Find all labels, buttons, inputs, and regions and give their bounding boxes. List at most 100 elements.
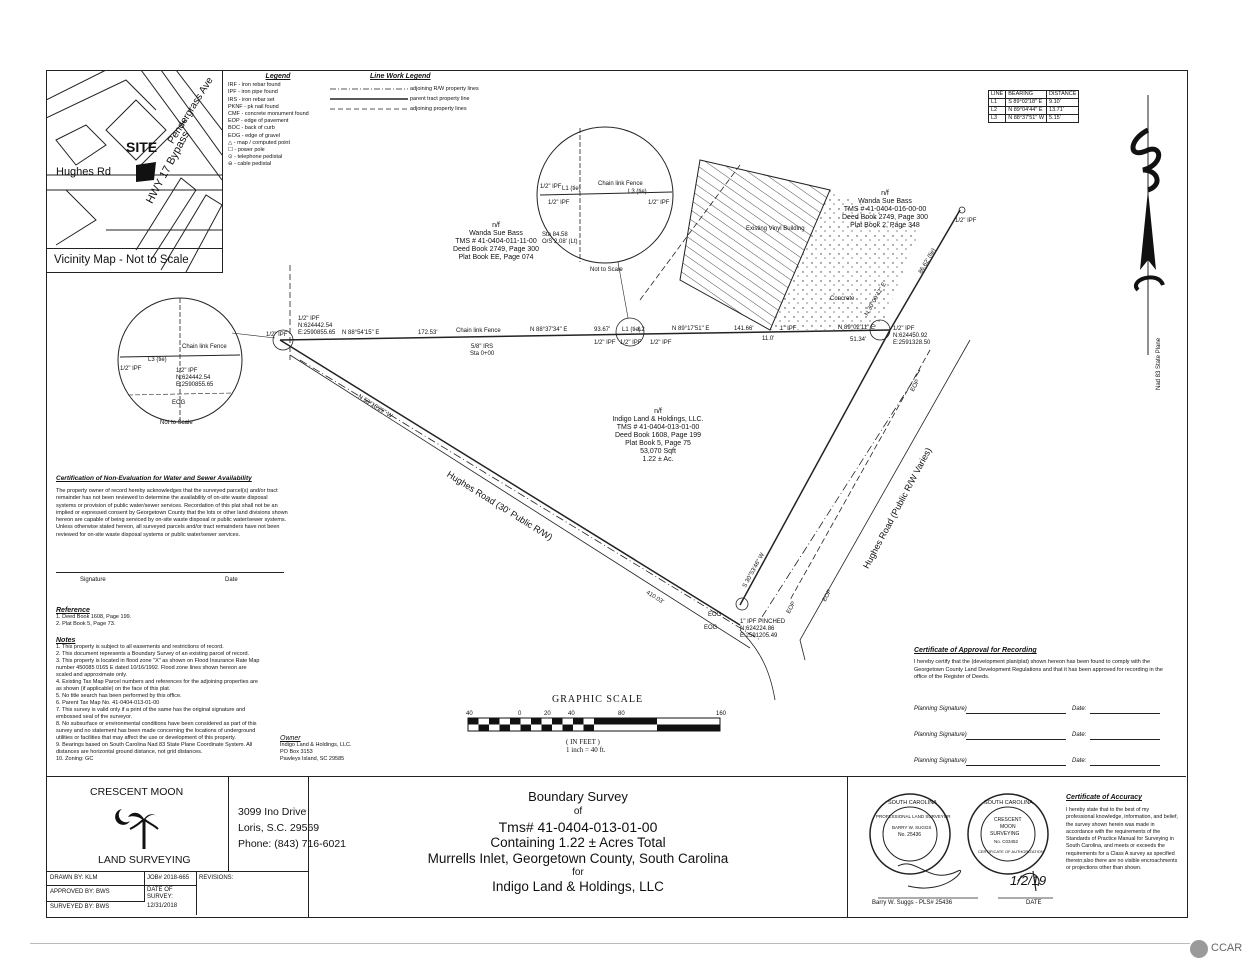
legend-item: CMF - concrete monument found (228, 111, 309, 118)
scale-cell (709, 724, 720, 731)
north-arrow: Nad 83 State Plane (1118, 90, 1178, 390)
ne-corner-line: E:2591328.50 (893, 340, 931, 346)
nw-corner-line: 1/2" IPF (298, 316, 320, 322)
seal1-line: PROFESSIONAL LAND SURVEYOR (876, 814, 951, 819)
dist-93: 93.67' (594, 327, 611, 333)
vicinity-caption: Vicinity Map - Not to Scale (54, 254, 189, 266)
approval-sig-3: Planning Signature) (914, 758, 967, 764)
s-corner-line: 1" IPF PINCHED (740, 619, 786, 625)
watermark-text: CCAR (1211, 942, 1242, 954)
vicinity-map-drawing (46, 70, 222, 272)
s-corner-line: N:624224.86 (740, 626, 775, 632)
certification-signature: Signature (80, 577, 106, 583)
se-property-line (739, 329, 891, 606)
owner2-plat: Plat Book 2, Page 348 (850, 222, 920, 229)
notes-title: Notes (56, 637, 76, 644)
note-item: 6. Parent Tax Map No. 41-0404-013-01-00 (56, 700, 160, 706)
note-item: 9. Bearings based on South Carolina Nad … (56, 742, 253, 755)
certification-title: Certification of Non-Evaluation for Wate… (56, 475, 252, 482)
subject-name: Indigo Land & Holdings, LLC. (612, 416, 704, 423)
title-line-3: Tms# 41-0404-013-01-00 (498, 819, 658, 835)
dist-11: 11.0' (762, 336, 775, 342)
ne-corner-line: N:624450.92 (893, 333, 928, 339)
north-detail-fence: Chain link Fence (598, 181, 643, 187)
north-detail-ipf-c: 1/2" IPF (648, 200, 670, 206)
north-detail-sta-line: O/S 2.08' (Lt) (542, 239, 578, 245)
legend-item: IPF - iron pipe found (228, 89, 278, 96)
scale-cell (583, 724, 594, 731)
ne-corner-line: 1/2" IPF (893, 326, 915, 332)
job-number: JOB# 2018-665 (147, 875, 190, 881)
nw-corner-line: E:2590855.65 (298, 330, 336, 336)
note-item: 2. This document represents a Boundary S… (56, 651, 250, 657)
legend-item: IRF - iron rebar found (228, 82, 281, 89)
subject-acres: 1.22 ± Ac. (642, 456, 674, 463)
site-label: SITE (126, 139, 158, 155)
seal2-line: SURVEYING (990, 831, 1020, 837)
line-table: LINE BEARING DISTANCE L1 S 89°02'18" E 9… (987, 90, 1080, 123)
graphic-scale-title: GRAPHIC SCALE (552, 694, 644, 705)
scale-unit: ( IN FEET ) (566, 738, 600, 746)
north-detail-ipf-a: 1/2" IPF (540, 184, 562, 190)
linework-title: Line Work Legend (370, 73, 431, 80)
north-detail-l3: L3 (tie) (628, 189, 647, 195)
vicinity-map: SITE Hughes Rd HWY 17 Bypass Pendergrass… (46, 70, 223, 273)
owner: Owner Indigo Land & Holdings, LLC. PO Bo… (280, 735, 352, 763)
linework-item: adjoining R/W property lines (410, 86, 479, 92)
site-marker-icon (136, 162, 156, 182)
approval: Certificate of Approval for Recording I … (914, 647, 1176, 682)
scale-cell (688, 724, 699, 731)
note-item: 4. Existing Tax Map Parcel numbers and r… (56, 679, 258, 692)
note-item: 3. This property is located in flood zon… (56, 658, 260, 678)
legend-item: △ - map / computed point (228, 139, 291, 146)
west-detail-corner: 1/2" IPF N:624442.54 E:2590855.65 (176, 368, 213, 389)
west-detail-line: 1/2" IPF (176, 368, 198, 374)
palmetto-moon-logo-icon (115, 809, 159, 849)
approval-title: Certificate of Approval for Recording (914, 647, 1037, 654)
linework-samples (330, 88, 408, 110)
building-label: Existing Vinyl Building (746, 226, 805, 232)
owner2-tms: TMS # 41-0404-016-00-00 (843, 206, 927, 213)
scale-cell (510, 718, 521, 725)
l1-label-plat: L1 (tie) (622, 327, 641, 333)
authorization-seal-icon (967, 793, 1049, 875)
dist-51: 51.34' (850, 337, 867, 343)
owner1-block: n/f Wanda Sue Bass TMS # 41-0404-011-11-… (436, 222, 556, 262)
note-item: 5. No title search has been performed by… (56, 693, 182, 699)
road-label-hughes: Hughes Rd (56, 166, 112, 178)
north-detail-ipf-b: 1/2" IPF (548, 200, 570, 206)
ipf-label-ne-far: 1/2" IPF (955, 218, 977, 224)
concrete-label: Concrete (830, 296, 855, 302)
reference-item: 1. Deed Book 1608, Page 199. (56, 614, 132, 620)
ipf-label-a: 1/2" IPF (594, 340, 616, 346)
l2-label-plat: L2 (638, 327, 645, 333)
owner-line: Pawleys Island, SC 29585 (280, 756, 345, 762)
west-detail-l3: L3 (tie) (148, 357, 167, 363)
owner1-name: Wanda Sue Bass (469, 230, 523, 237)
reference: Reference 1. Deed Book 1608, Page 199. 2… (56, 607, 266, 628)
note-item: 1. This property is subject to all easem… (56, 644, 224, 650)
approval-date-3: Date: (1072, 758, 1087, 764)
west-detail-nts: Not to Scale (160, 420, 193, 426)
scale-tick-label: 160 (716, 711, 727, 717)
scale-cell (699, 724, 710, 731)
scale-cell (478, 724, 489, 731)
approval-sig-1: Planning Signature) (914, 706, 967, 712)
line-table-cell: L3 (987, 114, 1007, 123)
legend-item: ☐ - power pole (228, 147, 265, 154)
seal2-line: MOON (1000, 824, 1016, 830)
sw-property-line (279, 339, 741, 626)
approval-date-1: Date: (1072, 706, 1087, 712)
sta-text: Sta 0+00 (470, 351, 495, 357)
revisions-label: REVISIONS: (199, 875, 234, 881)
scale-cell (531, 718, 542, 725)
scale-cells (468, 718, 720, 731)
owner2-deed: Deed Book 2749, Page 300 (841, 214, 928, 221)
bearing-2: N 88°37'34" E (530, 327, 568, 333)
title-line-7: Indigo Land & Holdings, LLC (492, 879, 664, 894)
subject-nf: n/f (654, 408, 662, 415)
owner1-deed: Deed Book 2749, Page 300 (452, 246, 539, 253)
scale-tick-label: 40 (466, 711, 473, 717)
legend-item: PKNF - pk nail found (228, 103, 279, 110)
